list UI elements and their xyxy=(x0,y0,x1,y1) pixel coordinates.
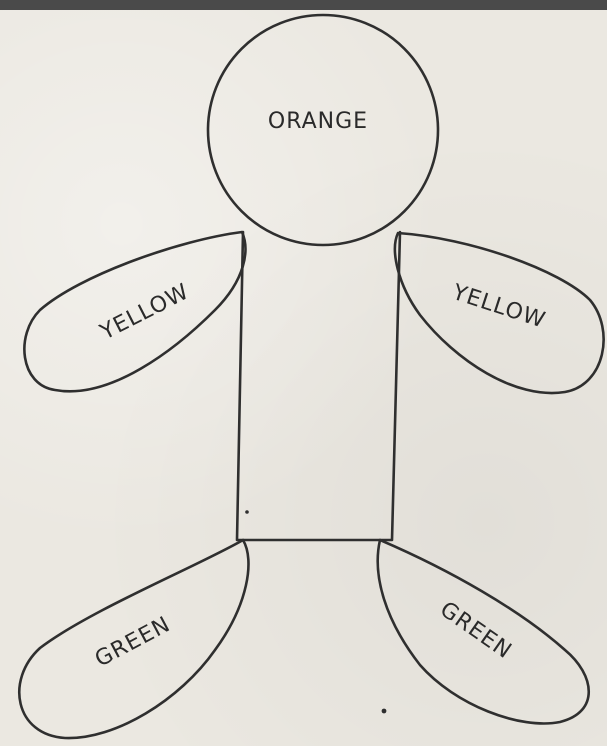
ink-speck xyxy=(382,709,387,714)
head-label: ORANGE xyxy=(268,109,368,134)
right-arm-label: YELLOW xyxy=(448,280,548,334)
torso-rectangle xyxy=(237,232,400,540)
ink-speck xyxy=(245,510,249,514)
left-arm-label: YELLOW xyxy=(96,279,194,345)
right-leg-label: GREEN xyxy=(435,597,516,664)
left-leg-label: GREEN xyxy=(91,612,175,672)
